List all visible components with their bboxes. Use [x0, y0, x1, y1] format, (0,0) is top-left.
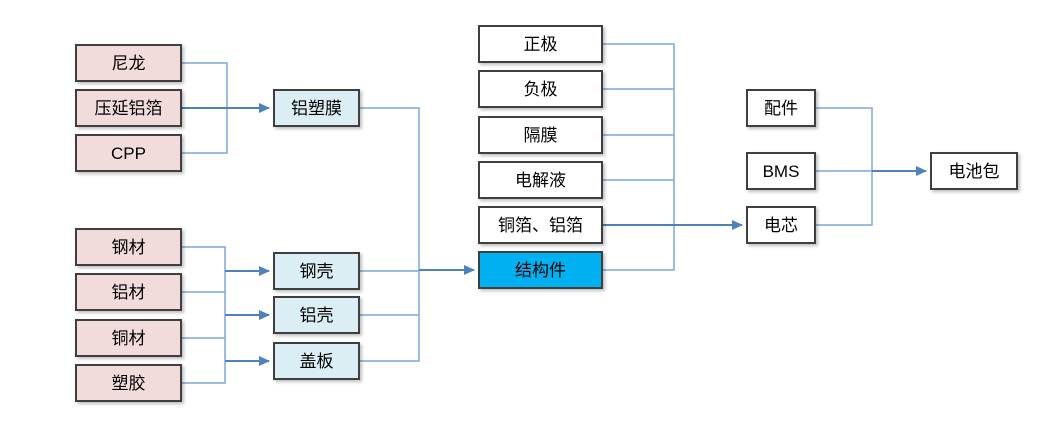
node-structural-parts: 结构件 — [478, 251, 603, 289]
node-bms: BMS — [746, 152, 816, 190]
node-copper-aluminum-foil: 铜箔、铝箔 — [478, 206, 603, 244]
node-accessories: 配件 — [746, 89, 816, 127]
edge-shells-merge-bus — [360, 107, 420, 362]
node-cell: 电芯 — [746, 206, 816, 244]
node-aluminum-shell: 铝壳 — [273, 296, 360, 334]
node-steel: 钢材 — [75, 228, 182, 266]
node-anode: 负极 — [478, 70, 603, 108]
node-rolled-aluminum-foil: 压延铝箔 — [75, 89, 182, 127]
node-steel-shell: 钢壳 — [273, 252, 360, 290]
edge-pack-parts-bus — [816, 107, 873, 226]
node-aluminum: 铝材 — [75, 273, 182, 311]
node-battery-pack: 电池包 — [930, 152, 1018, 190]
node-plastic: 塑胶 — [75, 364, 182, 402]
node-copper: 铜材 — [75, 319, 182, 357]
node-nylon: 尼龙 — [75, 44, 182, 82]
edge-components-bus — [603, 43, 675, 271]
node-separator: 隔膜 — [478, 116, 603, 154]
node-electrolyte: 电解液 — [478, 161, 603, 199]
node-cover-plate: 盖板 — [273, 342, 360, 380]
node-cpp: CPP — [75, 134, 182, 172]
edge-metals-bus — [182, 246, 226, 384]
node-cathode: 正极 — [478, 25, 603, 63]
node-aluminum-plastic-film: 铝塑膜 — [273, 89, 360, 127]
